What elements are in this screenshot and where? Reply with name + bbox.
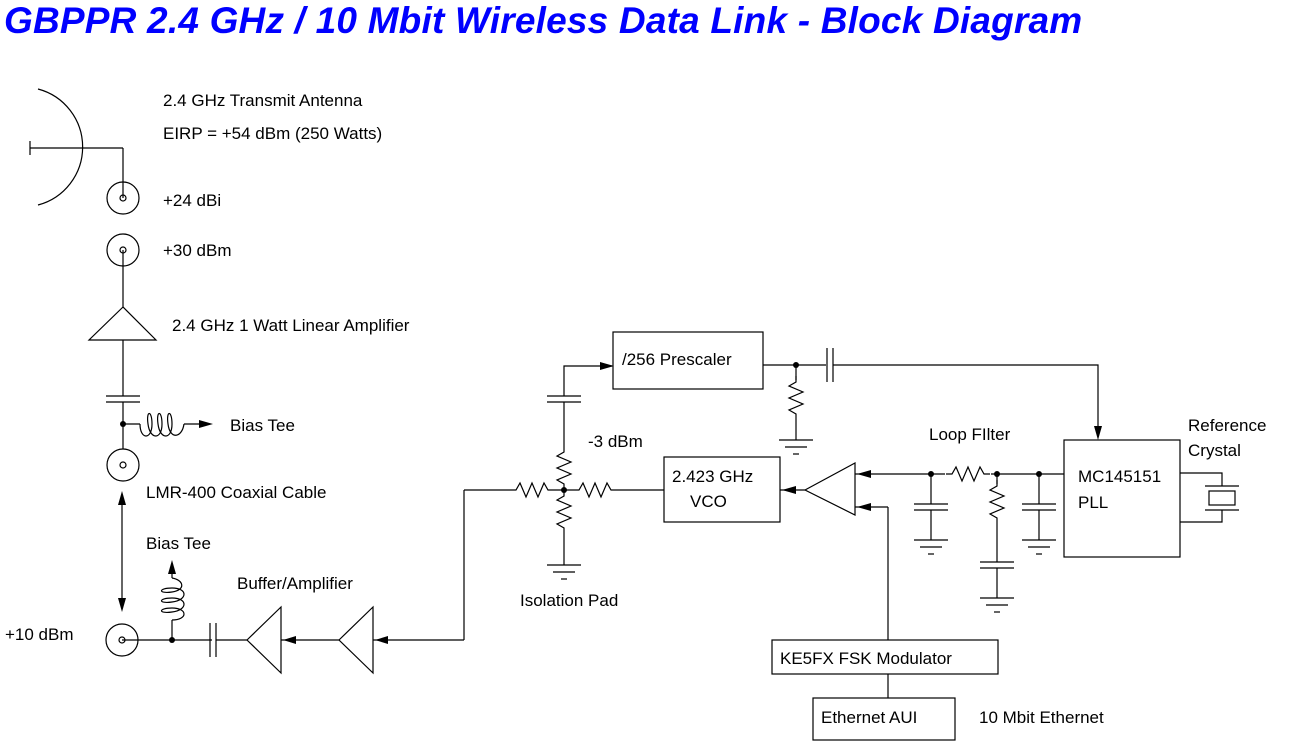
pll-block: MC145151 PLL (1063, 439, 1181, 558)
arrow-icon (1094, 426, 1102, 440)
bias-tee-top-label: Bias Tee (230, 416, 295, 435)
resistor-icon (989, 479, 1005, 525)
input-level-label: +10 dBm (5, 625, 74, 644)
ground-icon (913, 539, 949, 555)
ground-icon (778, 439, 814, 455)
capacitor-icon (826, 348, 834, 382)
bias-tee-bottom-label: Bias Tee (146, 534, 211, 553)
prescaler-block: /256 Prescaler (612, 331, 764, 390)
prescaler-label: /256 Prescaler (622, 350, 732, 369)
ethernet-speed-label: 10 Mbit Ethernet (979, 708, 1104, 727)
pad-level-label: -3 dBm (588, 432, 643, 451)
arrow-icon (857, 503, 871, 511)
antenna-name-label: 2.4 GHz Transmit Antenna (163, 91, 363, 110)
dish-antenna-icon (29, 88, 124, 206)
coax-label: LMR-400 Coaxial Cable (146, 483, 326, 502)
ground-icon (979, 597, 1015, 613)
arrow-icon (283, 636, 296, 644)
vco-line1-label: 2.423 GHz (672, 467, 753, 486)
coax-connector-icon (106, 448, 140, 482)
amp-output-label: +30 dBm (163, 241, 232, 260)
antenna-gain-label: +24 dBi (163, 191, 221, 210)
amplifier-triangle-icon (803, 461, 856, 516)
buffer-amp-label: Buffer/Amplifier (237, 574, 353, 593)
resistor-icon (572, 482, 618, 498)
inductor-icon (160, 568, 185, 640)
resistor-icon (509, 482, 555, 498)
ethernet-aui-label: Ethernet AUI (821, 708, 917, 727)
capacitor-icon (106, 395, 140, 403)
ground-icon (546, 564, 582, 580)
vco-block: 2.423 GHz VCO (663, 456, 781, 523)
coax-cable-arrow (118, 491, 126, 612)
arrow-icon (199, 420, 213, 428)
resistor-icon (556, 445, 572, 491)
loop-filter-label: Loop FIlter (929, 425, 1011, 444)
vco-line2-label: VCO (690, 492, 727, 511)
antenna-eirp-label: EIRP = +54 dBm (250 Watts) (163, 124, 382, 143)
ethernet-aui-block: Ethernet AUI (812, 697, 956, 741)
arrow-icon (782, 486, 796, 494)
amplifier-triangle-icon (87, 306, 158, 341)
arrow-icon (857, 470, 871, 478)
resistor-icon (788, 375, 804, 421)
capacitor-icon (1022, 503, 1056, 511)
diagram-title: GBPPR 2.4 GHz / 10 Mbit Wireless Data Li… (4, 0, 1083, 41)
capacitor-icon (547, 395, 581, 403)
capacitor-icon (980, 561, 1014, 569)
ground-icon (1021, 539, 1057, 555)
isolation-pad-label: Isolation Pad (520, 591, 618, 610)
inductor-icon (123, 412, 205, 437)
reference-crystal-label-2: Crystal (1188, 441, 1241, 460)
pll-line1-label: MC145151 (1078, 467, 1161, 486)
arrow-icon (168, 560, 176, 574)
arrow-icon (375, 636, 388, 644)
capacitor-icon (914, 503, 948, 511)
arrow-icon (600, 362, 614, 370)
fsk-modulator-block: KE5FX FSK Modulator (771, 639, 999, 675)
amplifier-triangle-icon (338, 605, 374, 675)
pll-line2-label: PLL (1078, 493, 1108, 512)
amplifier-triangle-icon (246, 605, 282, 675)
reference-crystal-label-1: Reference (1188, 416, 1266, 435)
resistor-icon (556, 489, 572, 535)
modulator-label: KE5FX FSK Modulator (780, 649, 952, 668)
crystal-icon (1180, 472, 1239, 523)
linear-amp-label: 2.4 GHz 1 Watt Linear Amplifier (172, 316, 410, 335)
